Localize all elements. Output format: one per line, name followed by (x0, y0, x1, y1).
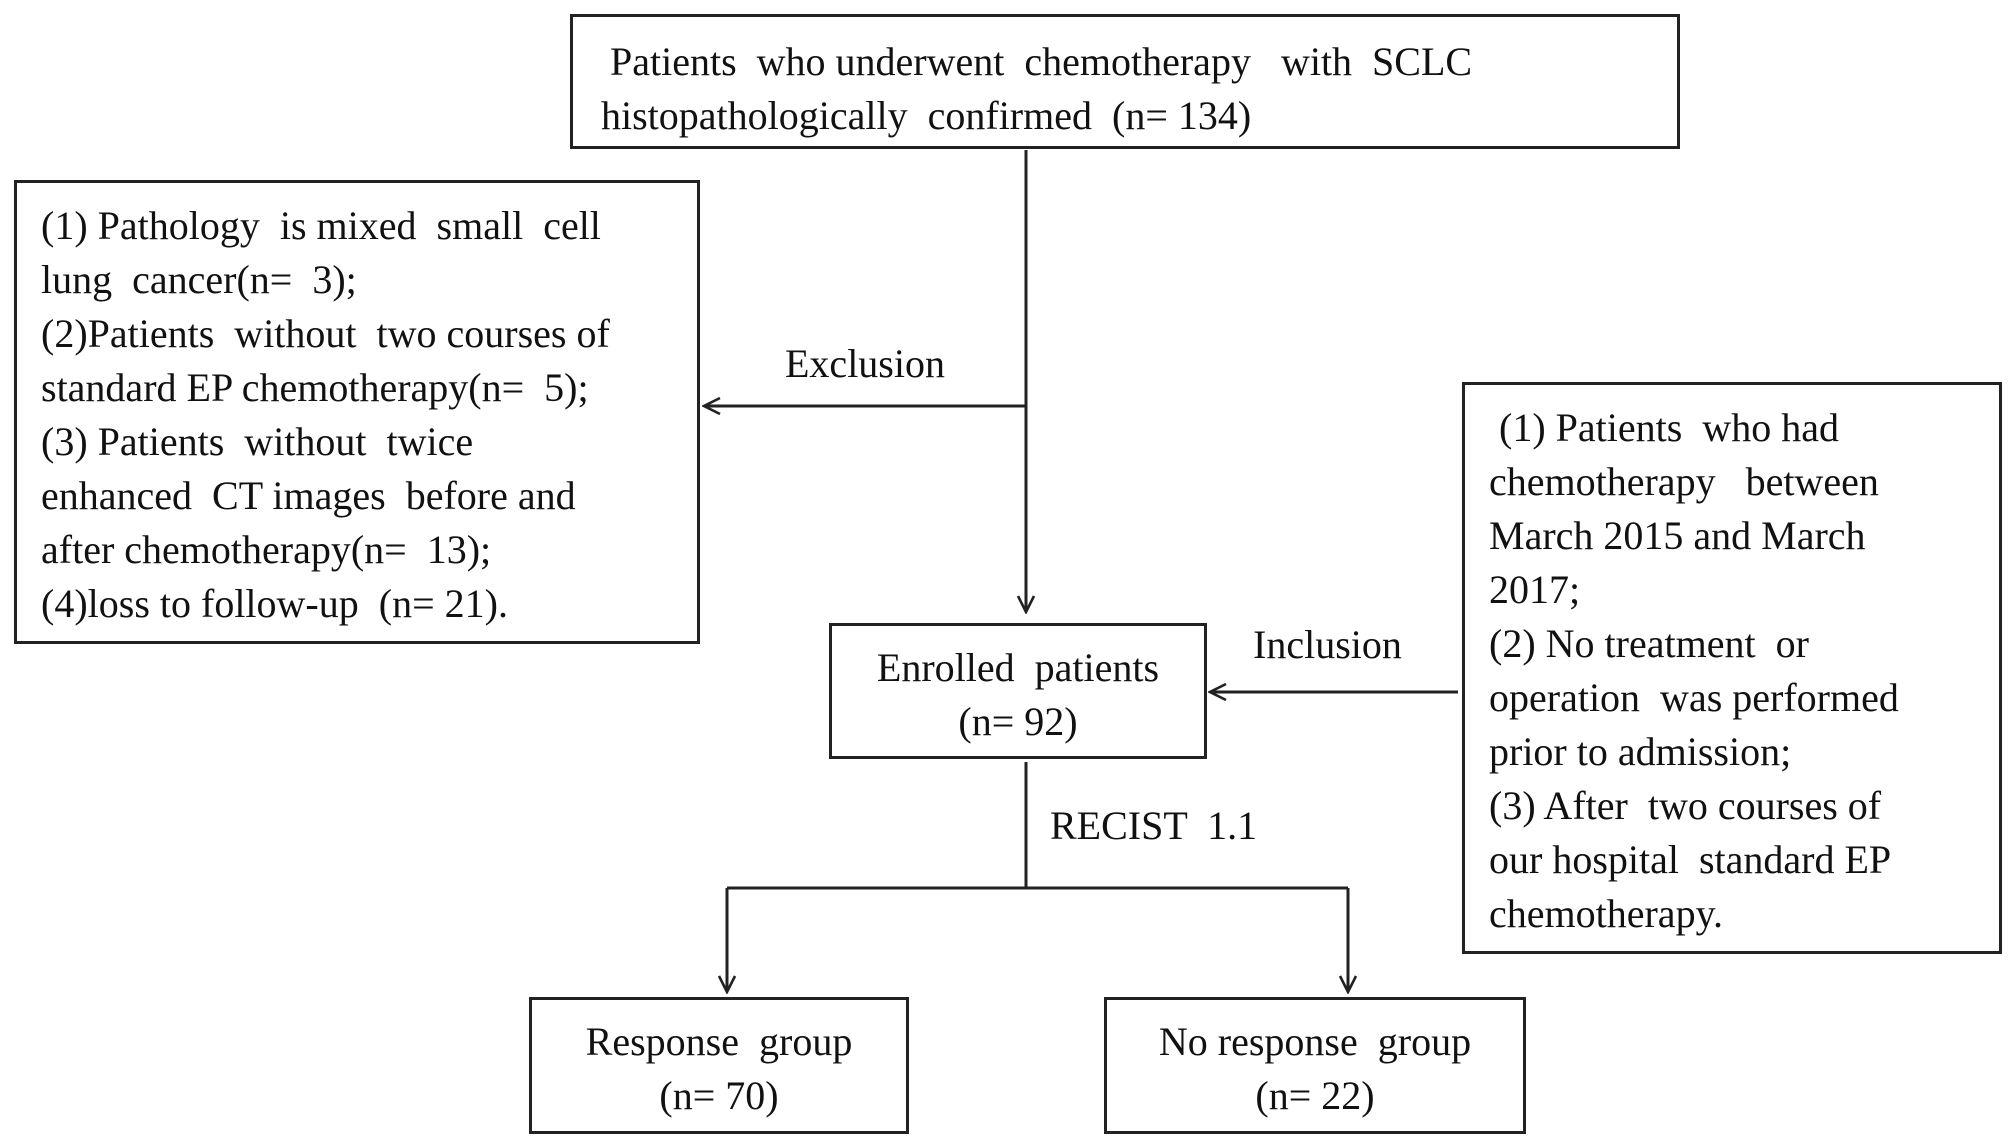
exclusion-line-6: enhanced CT images before and (41, 473, 576, 518)
inclusion-line-5: (2) No treatment or (1489, 621, 1809, 666)
no-response-group-box: No response group (n= 22) (1104, 997, 1526, 1134)
inclusion-label: Inclusion (1253, 622, 1402, 667)
exclusion-criteria-box: (1) Pathology is mixed small cell lung c… (14, 180, 700, 644)
exclusion-line-4: standard EP chemotherapy(n= 5); (41, 365, 589, 410)
inclusion-criteria-box: (1) Patients who had chemotherapy betwee… (1462, 382, 2002, 954)
inclusion-line-2: chemotherapy between (1489, 459, 1879, 504)
inclusion-line-6: operation was performed (1489, 675, 1899, 720)
inclusion-line-8: (3) After two courses of (1489, 783, 1882, 828)
recist-label: RECIST 1.1 (1050, 803, 1258, 848)
response-group-box: Response group (n= 70) (529, 997, 909, 1134)
enrolled-patients-count: (n= 92) (958, 699, 1078, 744)
no-response-group-label: No response group (1158, 1019, 1472, 1064)
response-group-count: (n= 70) (659, 1073, 779, 1118)
exclusion-line-2: lung cancer(n= 3); (41, 257, 357, 302)
inclusion-line-3: March 2015 and March (1489, 513, 1866, 558)
screened-patients-line-2: histopathologically confirmed (n= 134) (601, 93, 1252, 138)
inclusion-line-10: chemotherapy. (1489, 891, 1723, 936)
screened-patients-line-1: Patients who underwent chemotherapy with… (610, 39, 1473, 84)
inclusion-line-9: our hospital standard EP (1489, 837, 1892, 882)
screened-patients-box: Patients who underwent chemotherapy with… (570, 14, 1680, 149)
exclusion-line-3: (2)Patients without two courses of (41, 311, 610, 356)
enrolled-patients-box: Enrolled patients (n= 92) (829, 623, 1207, 759)
enrolled-patients-label: Enrolled patients (876, 645, 1160, 690)
exclusion-line-5: (3) Patients without twice (41, 419, 474, 464)
inclusion-line-1: (1) Patients who had (1489, 405, 1839, 450)
inclusion-line-4: 2017; (1489, 567, 1581, 612)
no-response-group-count: (n= 22) (1255, 1073, 1375, 1118)
inclusion-line-7: prior to admission; (1489, 729, 1792, 774)
exclusion-label: Exclusion (785, 341, 945, 386)
response-group-label: Response group (585, 1019, 853, 1064)
exclusion-line-7: after chemotherapy(n= 13); (41, 527, 492, 572)
exclusion-line-8: (4)loss to follow-up (n= 21). (41, 581, 508, 626)
exclusion-line-1: (1) Pathology is mixed small cell (41, 203, 601, 248)
